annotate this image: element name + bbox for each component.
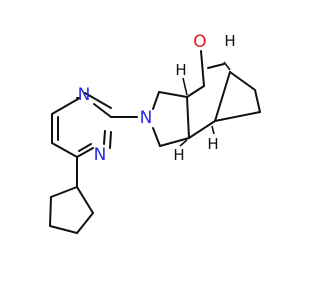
bond-bridgehead-top-bottom xyxy=(214,71,231,122)
bond-ch2-top-cha xyxy=(158,91,188,98)
bond-pyr-n3-c4b xyxy=(51,98,79,115)
atom-hydrogen-top-right: H xyxy=(224,32,235,50)
hash-bottom-left xyxy=(179,139,188,147)
bond-cp-5 xyxy=(76,186,94,214)
atom-labels: N N N O H H H H xyxy=(78,32,236,165)
bond-pyr-c6-n1 xyxy=(76,147,94,158)
atom-nitrogen-pyr-bottom: N xyxy=(94,145,107,165)
bond-ch2-bottom-nring xyxy=(152,127,161,147)
bond-o-bridgehead-left xyxy=(200,50,205,87)
bond-cp-4 xyxy=(76,212,94,234)
bond-pyr-n1-c2 xyxy=(109,131,112,149)
atom-hydrogen-top-left: H xyxy=(175,61,186,79)
bond-cha-chb xyxy=(186,96,190,139)
bond-chb-c-bridgehead-bottom xyxy=(188,120,216,139)
atom-nitrogen-ring: N xyxy=(140,108,153,128)
hash-top-right xyxy=(223,61,231,71)
bond-pyr-c2-n1-inner xyxy=(103,130,106,145)
bond-bridgehead-top-ch2 xyxy=(229,71,256,91)
bond-ch2-ch2 xyxy=(254,89,261,113)
molecule-structure-diagram: N N N O H H H H xyxy=(49,32,261,234)
bond-pyr-top-left-double xyxy=(84,92,112,109)
bond-cp-2 xyxy=(49,196,52,227)
atom-hydrogen-bottom-left: H xyxy=(173,146,184,164)
atom-nitrogen-pyr-top: N xyxy=(78,85,91,105)
bond-ch2-bridgehead-bottom xyxy=(214,111,261,122)
atom-oxygen-bridge: O xyxy=(193,32,206,52)
bond-cp-1 xyxy=(50,186,78,198)
bond-pyr-c5-c6 xyxy=(51,142,78,158)
bond-chb-ch2-bottom xyxy=(159,137,190,147)
bond-o-bridgehead-top xyxy=(207,63,225,69)
bond-nring-ch2-top xyxy=(152,91,160,110)
bond-cp-3 xyxy=(49,225,78,234)
hash-bottom-right xyxy=(211,125,215,135)
bond-cha-c-bridgehead-top xyxy=(186,85,205,98)
stereo-wedges xyxy=(179,61,231,147)
bonds xyxy=(49,50,261,234)
atom-hydrogen-bottom-right: H xyxy=(207,135,218,153)
bond-pyr-c2-n3 xyxy=(93,103,112,118)
bond-pyr-c6-n1-inner xyxy=(78,143,92,152)
hash-top-left xyxy=(182,77,188,96)
